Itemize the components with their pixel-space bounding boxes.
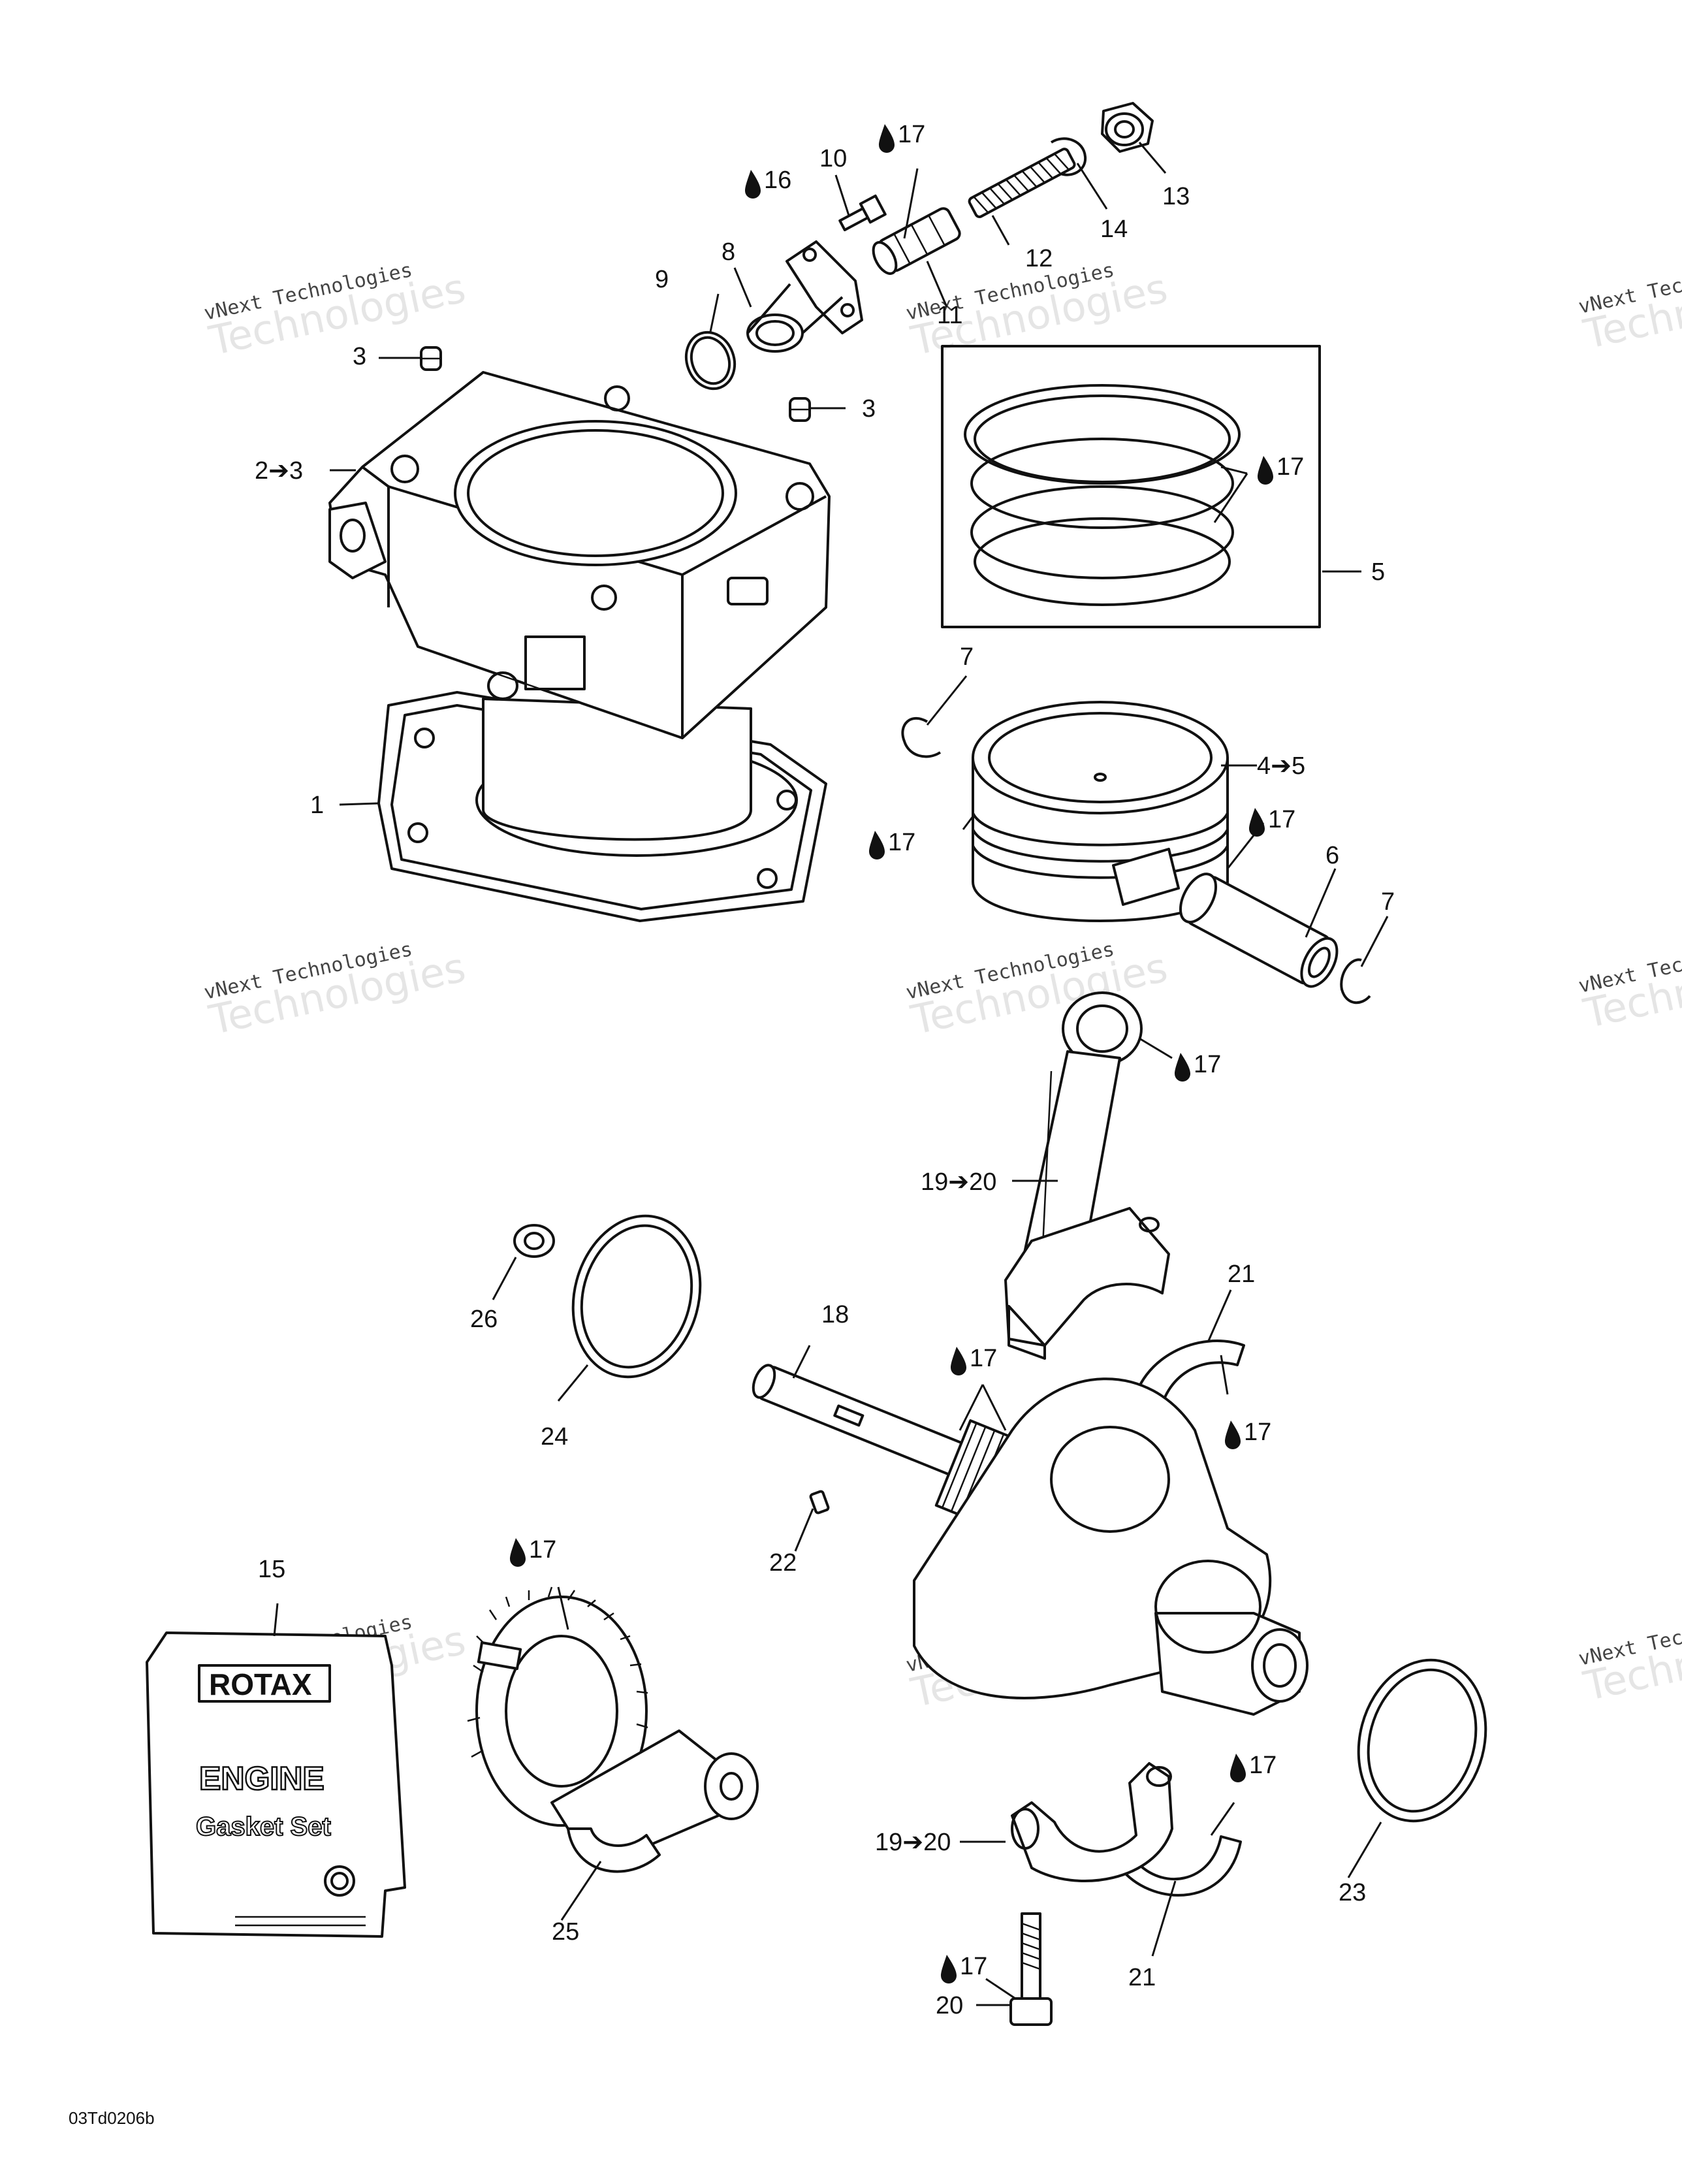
piston-pin-circlip-part bbox=[1340, 958, 1371, 1004]
small-bolt-part bbox=[838, 194, 887, 232]
callout-23: 23 bbox=[1339, 1879, 1366, 1906]
circlip-part bbox=[1050, 137, 1087, 176]
callout-15: 15 bbox=[258, 1556, 285, 1583]
dowel-pin-part bbox=[789, 397, 811, 422]
callout-20: 20 bbox=[936, 1992, 963, 2019]
watermark: vNext Technologies Technologies bbox=[1576, 252, 1682, 359]
callout-12: 12 bbox=[1025, 245, 1053, 272]
watermark: vNext Technologies Technologies bbox=[1576, 1604, 1682, 1710]
callout-24: 24 bbox=[541, 1423, 568, 1451]
bearing-shell-part bbox=[1122, 1835, 1242, 1897]
callout-11: 11 bbox=[937, 302, 962, 329]
watermark: vNext Technologies Technologies bbox=[202, 938, 469, 1044]
callout-17: 17 bbox=[1277, 453, 1304, 481]
callout-17: 17 bbox=[1244, 1419, 1271, 1446]
callout-17: 17 bbox=[898, 121, 925, 148]
callout-16: 16 bbox=[764, 167, 791, 194]
oil-drop-icons bbox=[510, 124, 1273, 1983]
piston-ring-set-box bbox=[941, 345, 1321, 628]
crankshaft-part bbox=[752, 1364, 1309, 1716]
con-rod-bolt-part bbox=[1009, 1912, 1053, 2026]
callout-3: 3 bbox=[862, 395, 876, 423]
callout-5: 5 bbox=[1371, 558, 1385, 586]
thrust-washer-part bbox=[1357, 1658, 1487, 1823]
callout-9: 9 bbox=[655, 266, 669, 293]
balancer-shaft-part bbox=[467, 1586, 759, 1873]
oil-drop-icon bbox=[510, 1538, 526, 1567]
callout-17: 17 bbox=[960, 1953, 987, 1980]
callout-26: 26 bbox=[470, 1306, 498, 1333]
callout-22: 22 bbox=[769, 1549, 797, 1577]
callout-21: 21 bbox=[1128, 1964, 1156, 1991]
piston-pin-part bbox=[1179, 873, 1339, 988]
dowel-pin-part bbox=[420, 346, 442, 371]
callout-8: 8 bbox=[722, 238, 735, 266]
oil-drop-icon bbox=[1258, 456, 1273, 485]
oil-drop-icon bbox=[745, 170, 761, 199]
callout-7: 7 bbox=[1381, 888, 1395, 916]
callout-17: 17 bbox=[1268, 806, 1295, 833]
callout-25: 25 bbox=[552, 1918, 579, 1946]
callout-10: 10 bbox=[819, 145, 847, 172]
cap-nut-part bbox=[1101, 102, 1154, 153]
callout-13: 13 bbox=[1162, 183, 1190, 210]
callout-17: 17 bbox=[1194, 1051, 1221, 1078]
oil-drop-icon bbox=[1249, 808, 1265, 837]
callout-labels: 1 2➔3 3 3 4➔5 5 6 7 7 8 9 10 11 12 13 14… bbox=[255, 121, 1395, 2019]
callout-6: 6 bbox=[1325, 842, 1339, 869]
callout-17: 17 bbox=[970, 1345, 997, 1372]
callout-4: 4➔5 bbox=[1257, 752, 1305, 780]
o-ring-part bbox=[684, 330, 737, 391]
svg-text:Technologies: Technologies bbox=[1579, 937, 1682, 1037]
callout-3: 3 bbox=[353, 343, 366, 370]
gasket-set-manual: ROTAX ENGINE Gasket Set bbox=[146, 1631, 406, 1938]
tensioner-housing-part bbox=[746, 240, 863, 353]
gasket-ring-part bbox=[571, 1214, 702, 1379]
oil-drop-icon bbox=[1230, 1754, 1246, 1782]
oil-drop-icon bbox=[951, 1347, 966, 1375]
connecting-rod-cap-part bbox=[1011, 1762, 1173, 1882]
callout-17: 17 bbox=[1249, 1752, 1277, 1779]
oil-drop-icon bbox=[879, 124, 895, 153]
figure-reference-code: 03Td0206b bbox=[69, 2108, 155, 2128]
leader-lines bbox=[273, 142, 1389, 2006]
connecting-rod-part bbox=[1004, 991, 1170, 1360]
cylinder-part bbox=[328, 371, 831, 841]
tensioner-plunger-part bbox=[872, 207, 961, 275]
manual-subtitle-label: Gasket Set bbox=[196, 1812, 331, 1841]
oil-drop-icon bbox=[869, 831, 885, 859]
callout-19-20: 19➔20 bbox=[875, 1829, 951, 1856]
callout-1: 1 bbox=[310, 792, 324, 819]
callout-14: 14 bbox=[1100, 216, 1128, 243]
callout-2: 2➔3 bbox=[255, 457, 303, 485]
callout-17: 17 bbox=[529, 1536, 556, 1564]
watermark: vNext Technologies Technologies bbox=[1576, 931, 1682, 1038]
woodruff-key-part bbox=[809, 1490, 830, 1515]
callout-21: 21 bbox=[1228, 1261, 1255, 1288]
callout-18: 18 bbox=[821, 1301, 849, 1328]
oil-drop-icon bbox=[1225, 1421, 1241, 1449]
svg-text:Technologies: Technologies bbox=[1579, 1609, 1682, 1710]
piston-pin-circlip-part bbox=[901, 716, 942, 758]
callout-19-20: 19➔20 bbox=[921, 1168, 996, 1196]
callout-7: 7 bbox=[960, 643, 974, 671]
plug-part bbox=[513, 1224, 555, 1258]
manual-brand-label: ROTAX bbox=[209, 1667, 312, 1701]
piston-part bbox=[972, 701, 1229, 922]
spring-part bbox=[968, 148, 1076, 219]
svg-text:Technologies: Technologies bbox=[1579, 257, 1682, 358]
oil-drop-icon bbox=[1175, 1053, 1190, 1082]
manual-title-label: ENGINE bbox=[199, 1760, 325, 1797]
oil-drop-icon bbox=[941, 1955, 957, 1983]
callout-17: 17 bbox=[888, 829, 915, 856]
